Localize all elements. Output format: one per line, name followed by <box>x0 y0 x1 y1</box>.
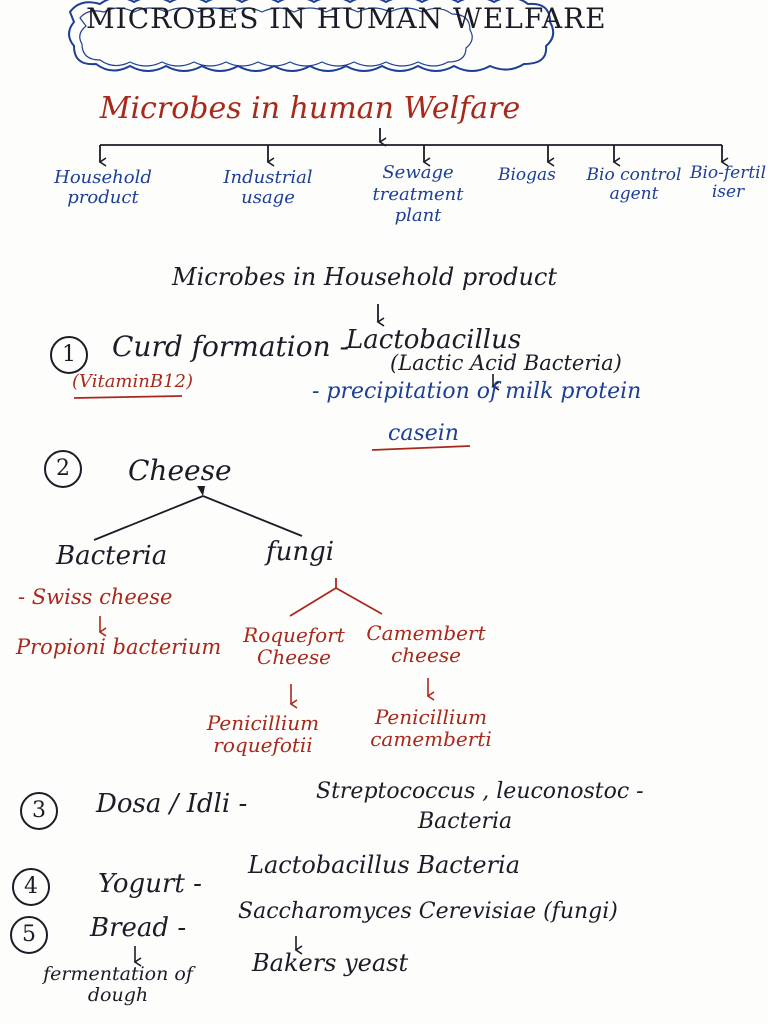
fungi-branch-right <box>335 587 383 615</box>
cheese-roquefort: Roquefort Cheese <box>243 623 345 669</box>
item-number: 4 <box>12 868 50 906</box>
curd-effect: - precipitation of milk protein <box>312 379 642 404</box>
branch-biocontrol: Bio control agent <box>586 165 682 204</box>
cheese-branch-right <box>202 495 303 537</box>
branch-industrial: Industrial usage <box>223 167 313 208</box>
branch-biofertiliser: Bio-fertiliser <box>689 163 767 202</box>
roquefort-organism: Penicillium roquefotii <box>206 711 320 757</box>
branch-household: Household product <box>54 167 152 208</box>
camembert-organism: Penicillium camemberti <box>370 705 492 751</box>
cheese-bacteria-organism: Propioni bacterium <box>16 635 222 659</box>
curd-organism-type: (Lactic Acid Bacteria) <box>390 351 622 375</box>
cheese-name: Cheese <box>128 454 232 487</box>
bread-common-name: Bakers yeast <box>252 949 409 977</box>
branch-sewage: Sewage treatment plant <box>372 162 464 227</box>
banner-cloud-outline <box>68 0 555 72</box>
household-heading: Microbes in Household product <box>172 263 558 291</box>
item-number: 3 <box>20 792 58 830</box>
cheese-knot <box>197 486 205 496</box>
fungi-branch-left <box>289 587 337 617</box>
bread-organism: Saccharomyces Cerevisiae (fungi) <box>238 899 618 924</box>
cheese-branch-left <box>93 495 204 541</box>
bread-name: Bread - <box>90 913 187 943</box>
cheese-fungi-label: fungi <box>266 537 335 567</box>
branch-biogas: Biogas <box>498 165 556 185</box>
vitamin-underline <box>73 395 183 399</box>
yogurt-name: Yogurt - <box>98 869 202 899</box>
yogurt-organism: Lactobacillus Bacteria <box>248 851 521 879</box>
cheese-bacteria-label: Bacteria <box>56 541 168 571</box>
curd-vitamin-note: (VitaminB12) <box>72 371 193 392</box>
curd-protein: casein <box>388 421 459 446</box>
dosa-name: Dosa / Idli - <box>96 789 248 819</box>
cheese-camembert: Camembert cheese <box>366 621 486 667</box>
cheese-bacteria-example: - Swiss cheese <box>18 585 173 609</box>
dosa-organism: Streptococcus , leuconostoc - <box>316 779 644 804</box>
bread-process: fermentation of dough <box>43 963 193 1006</box>
item-number: 2 <box>44 450 82 488</box>
curd-name: Curd formation - <box>112 330 349 363</box>
tree-root: Microbes in human Welfare <box>99 91 521 126</box>
item-number: 1 <box>50 336 88 374</box>
dosa-organism-type: Bacteria <box>418 809 513 834</box>
banner-title: MICROBES IN HUMAN WELFARE <box>86 2 607 35</box>
curd-organism: Lactobacillus <box>346 325 522 355</box>
banner-cloud-inner <box>79 7 473 67</box>
item-number: 5 <box>10 916 48 954</box>
casein-underline <box>371 445 471 451</box>
